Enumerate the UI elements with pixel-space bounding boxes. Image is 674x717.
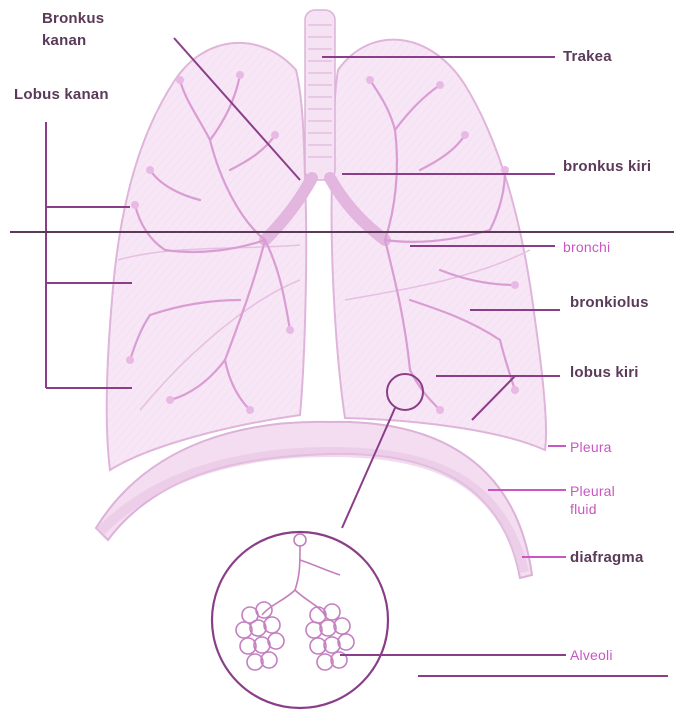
label-bronchi: bronchi xyxy=(563,238,610,256)
label-bronkus-kiri: bronkus kiri xyxy=(563,158,651,176)
label-alveoli: Alveoli xyxy=(570,646,613,664)
trachea xyxy=(305,10,335,180)
label-pleural-fluid-line1: Pleural xyxy=(570,482,615,500)
label-bronkiolus: bronkiolus xyxy=(570,294,649,312)
label-bronkus-kanan-line2: kanan xyxy=(42,32,86,50)
label-diafragma: diafragma xyxy=(570,549,644,567)
label-lobus-kanan: Lobus kanan xyxy=(14,86,109,104)
label-pleural-fluid-line2: fluid xyxy=(570,500,597,518)
label-pleura: Pleura xyxy=(570,438,612,456)
label-bronkus-kanan-line1: Bronkus xyxy=(42,10,104,28)
label-lobus-kiri: lobus kiri xyxy=(570,364,639,382)
right-lung-texture xyxy=(107,43,306,470)
label-trakea: Trakea xyxy=(563,48,612,66)
